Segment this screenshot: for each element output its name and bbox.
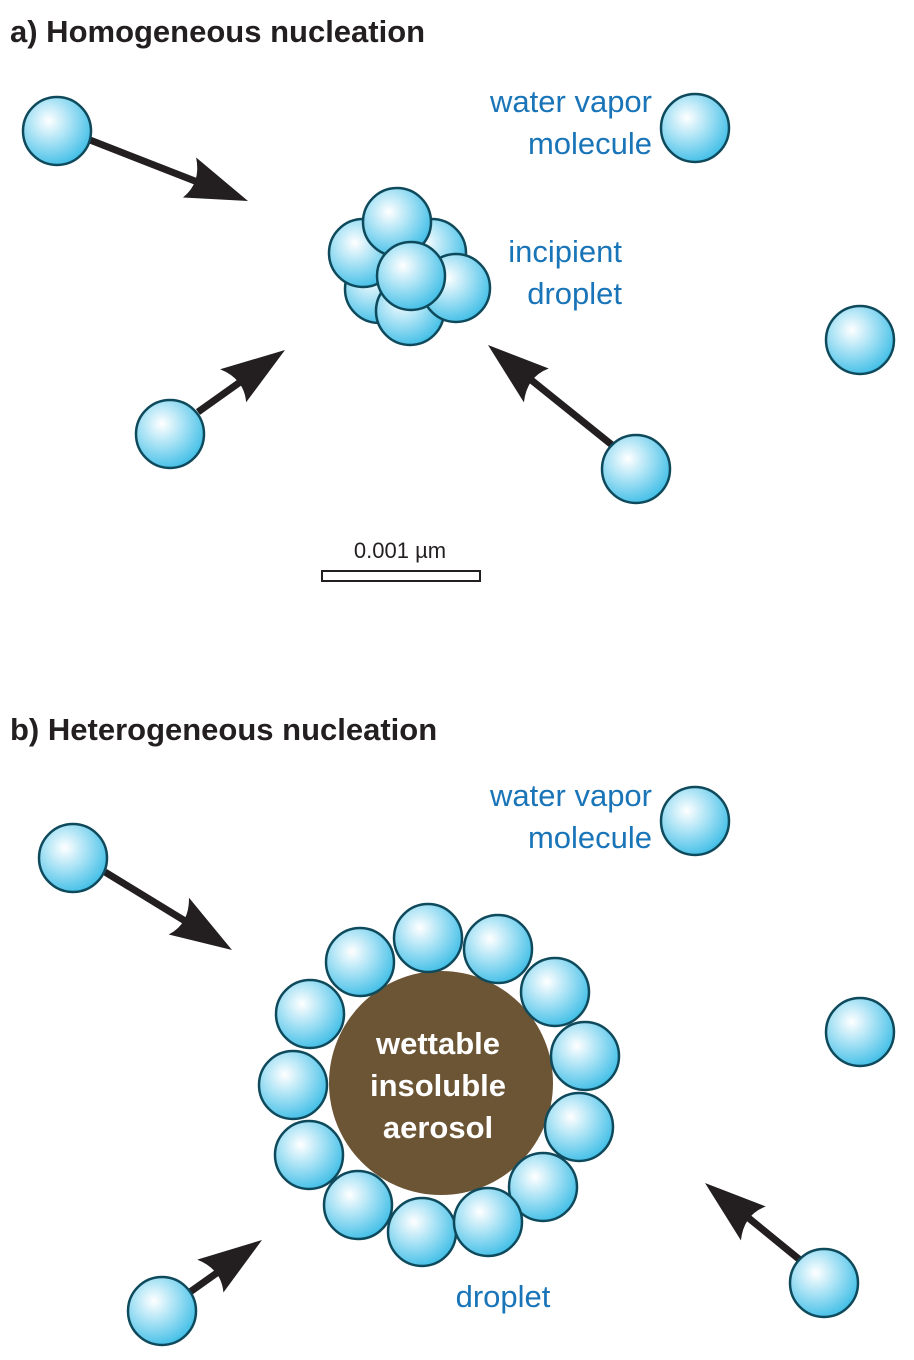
water-vapor-molecules-a xyxy=(21,92,896,505)
arrow xyxy=(103,869,244,968)
panel-b-title: b) Heterogeneous nucleation xyxy=(10,712,437,747)
water-molecule xyxy=(134,398,206,470)
aerosol-particle xyxy=(329,971,553,1195)
incipient-droplet-cluster xyxy=(327,186,492,347)
panel-a-vapor-label-1: water vapor xyxy=(489,84,652,119)
aerosol-label-1: wettable xyxy=(375,1026,500,1061)
water-molecule xyxy=(788,1247,860,1319)
scale-bar xyxy=(321,570,481,582)
arrow xyxy=(187,1222,274,1295)
droplet-ring xyxy=(257,902,621,1268)
water-molecule xyxy=(824,996,896,1068)
panel-a-title: a) Homogeneous nucleation xyxy=(10,14,425,49)
incipient-droplet-label-1: incipient xyxy=(508,234,622,269)
water-molecule xyxy=(600,433,672,505)
water-molecule xyxy=(37,822,109,894)
water-molecule xyxy=(21,95,93,167)
arrow xyxy=(474,329,615,448)
arrow xyxy=(88,136,256,220)
water-molecule xyxy=(126,1275,198,1347)
aerosol-label-2: insoluble xyxy=(370,1068,506,1103)
water-vapor-molecules-b xyxy=(37,785,896,1347)
panel-a-vapor-label-2: molecule xyxy=(528,126,652,161)
incipient-droplet-label-2: droplet xyxy=(527,276,622,311)
water-molecule xyxy=(659,92,731,164)
arrow xyxy=(195,332,297,415)
droplet-label: droplet xyxy=(456,1279,551,1314)
arrow xyxy=(691,1167,803,1263)
panel-b-vapor-label-1: water vapor xyxy=(489,778,652,813)
water-molecule xyxy=(824,304,896,376)
aerosol-label-3: aerosol xyxy=(383,1110,493,1145)
water-molecule xyxy=(659,785,731,857)
panel-b-vapor-label-2: molecule xyxy=(528,820,652,855)
scale-bar-label: 0.001 µm xyxy=(354,538,446,563)
